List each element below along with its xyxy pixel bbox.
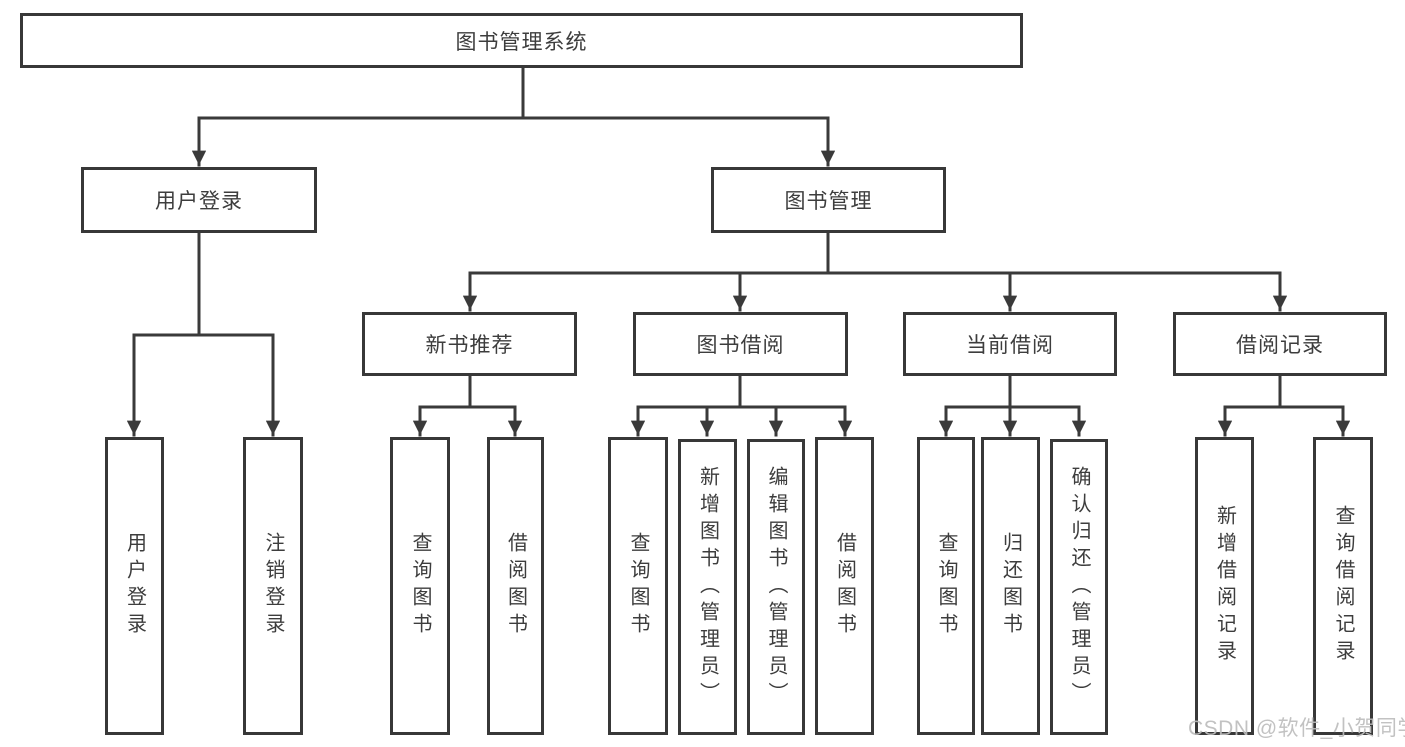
node-label: 查询借阅记录 [1332,505,1354,667]
leaf-logout: 注销登录 [243,437,303,735]
leaf-edit-book-admin: 编辑图书（管理员） [747,439,805,735]
node-label: 图书管理 [784,190,873,213]
node-label: 用户登录 [123,532,146,640]
leaf-borrow-books-2: 借阅图书 [815,437,874,735]
leaf-borrow-books-1: 借阅图书 [487,437,544,735]
node-label: 用户登录 [155,190,243,213]
leaf-add-borrow-record: 新增借阅记录 [1195,437,1254,735]
node-label: 编辑图书（管理员） [765,465,787,709]
node-label: 借阅记录 [1236,334,1324,357]
node-label: 归还图书 [999,532,1022,640]
leaf-return-books: 归还图书 [981,437,1040,735]
leaf-user-login: 用户登录 [105,437,164,735]
node-library-management-system: 图书管理系统 [20,13,1023,68]
node-book-management: 图书管理 [711,167,946,233]
leaf-add-book-admin: 新增图书（管理员） [678,439,737,735]
node-label: 新增借阅记录 [1213,505,1236,667]
node-label: 查询图书 [627,532,649,640]
leaf-query-borrow-record: 查询借阅记录 [1313,437,1373,735]
node-user-login: 用户登录 [81,167,317,233]
node-label: 查询图书 [409,532,431,640]
node-label: 新书推荐 [425,334,514,357]
node-label: 确认归还（管理员） [1068,465,1090,709]
watermark: CSDN @软件_小贺同学 [1188,717,1405,740]
node-label: 图书借阅 [696,334,785,357]
node-new-book-recommend: 新书推荐 [362,312,577,376]
leaf-query-books-1: 查询图书 [390,437,450,735]
node-label: 当前借阅 [966,334,1054,357]
leaf-query-books-2: 查询图书 [608,437,668,735]
leaf-confirm-return-admin: 确认归还（管理员） [1050,439,1108,735]
leaf-query-books-3: 查询图书 [917,437,975,735]
node-label: 新增图书（管理员） [696,465,719,709]
node-current-borrowing: 当前借阅 [903,312,1117,376]
node-label: 图书管理系统 [455,30,588,54]
node-label: 借阅图书 [504,532,527,640]
node-label: 注销登录 [262,532,284,640]
node-label: 借阅图书 [833,532,856,640]
node-label: 查询图书 [935,532,957,640]
node-borrowing-records: 借阅记录 [1173,312,1387,376]
node-book-borrowing: 图书借阅 [633,312,848,376]
